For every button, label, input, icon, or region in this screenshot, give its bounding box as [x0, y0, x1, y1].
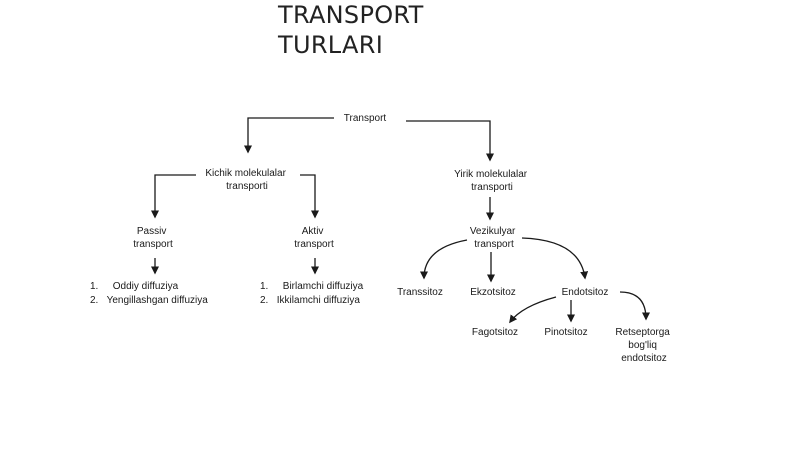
node-pinotsitoz: Pinotsitoz — [544, 327, 587, 338]
node-transsitoz: Transsitoz — [397, 287, 443, 298]
node-endotsitoz: Endotsitoz — [562, 287, 609, 298]
node-ekzotsitoz: Ekzotsitoz — [470, 287, 516, 298]
edge-kichik-aktiv — [300, 174, 319, 219]
node-transport: Transport — [344, 113, 387, 124]
list-item: 2. Ikkilamchi diffuziya — [260, 295, 360, 306]
list-item: 1. Birlamchi diffuziya — [260, 281, 364, 292]
node-aktiv: Aktiv transport — [294, 226, 334, 250]
edge-vezikulyar-transsitoz — [420, 239, 468, 280]
list-item: 1. Oddiy diffuziya — [90, 281, 179, 292]
edge-vezikulyar-endotsitoz — [521, 237, 589, 280]
edge-endotsitoz-retseptor — [619, 291, 650, 321]
title-line-2: TURLARI — [278, 31, 384, 59]
active-transport-list: 1. Birlamchi diffuziya 2. Ikkilamchi dif… — [260, 280, 363, 308]
edge-endotsitoz-fagotsitoz — [509, 296, 557, 324]
node-fagotsitoz: Fagotsitoz — [472, 327, 518, 338]
node-kichik: Kichik molekulalar transporti — [205, 168, 288, 192]
slide-title: TRANSPORT TURLARI — [278, 0, 424, 60]
node-retseptor: Retseptorga bog'liq endotsitoz — [615, 327, 672, 364]
passive-transport-list: 1. Oddiy diffuziya 2. Yengillashgan diff… — [90, 280, 208, 308]
edge-kichik-passiv — [151, 174, 196, 219]
list-item: 2. Yengillashgan diffuziya — [90, 295, 208, 306]
node-yirik: Yirik molekulalar transporti — [454, 169, 530, 193]
node-vezikulyar: Vezikulyar transport — [470, 226, 518, 250]
edge-transport-kichik — [244, 117, 334, 154]
title-line-1: TRANSPORT — [278, 1, 424, 29]
edge-transport-yirik — [406, 120, 494, 162]
node-passiv: Passiv transport — [133, 226, 173, 250]
